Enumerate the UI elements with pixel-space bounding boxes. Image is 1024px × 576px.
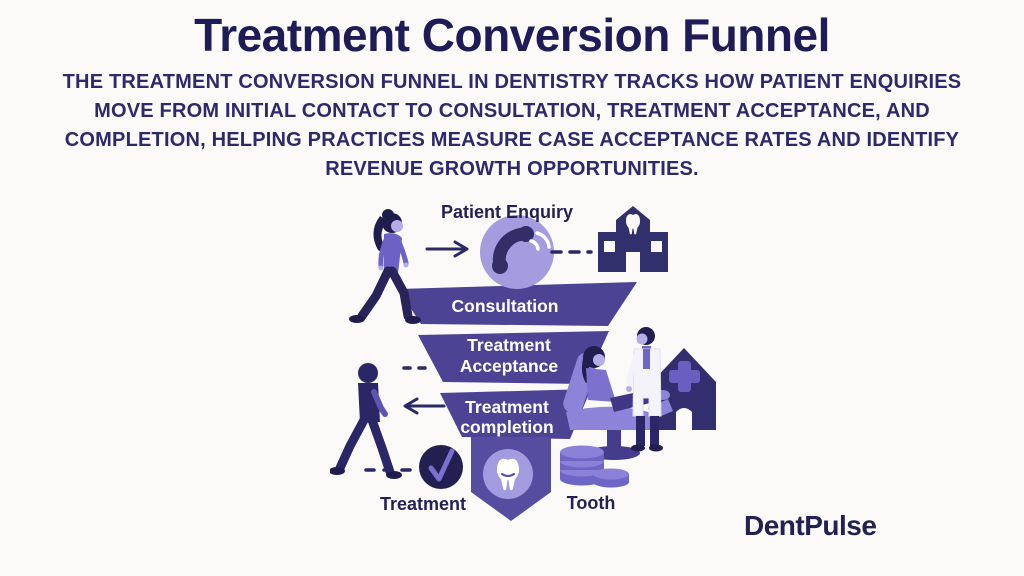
arrow-right-icon [425, 240, 469, 258]
tooth-label: Tooth [567, 493, 616, 513]
entry-label: Patient Enquiry [441, 202, 573, 222]
tooth-icon [483, 449, 533, 499]
funnel-diagram: Consultation Treatment Acceptance Treatm… [330, 202, 716, 521]
check-icon [419, 445, 463, 489]
phone-icon [480, 215, 554, 289]
dentist-illustration [626, 327, 663, 452]
house-icon [652, 348, 716, 430]
funnel-label-acceptance-line2: Acceptance [460, 356, 559, 376]
arrow-left-icon [403, 397, 446, 415]
funnel-level-completion [440, 389, 591, 439]
page-title: Treatment Conversion Funnel [194, 9, 830, 61]
walking-woman-illustration [349, 209, 421, 324]
description-line: COMPLETION, HELPING PRACTICES MEASURE CA… [64, 129, 960, 151]
coins-icon [560, 445, 629, 488]
walking-man-illustration [330, 363, 402, 479]
description: THE TREATMENT CONVERSION FUNNEL IN DENTI… [0, 68, 1024, 184]
description-line: REVENUE GROWTH OPPORTUNITIES. [325, 158, 699, 180]
funnel-label-completion-line1: Treatment [465, 397, 549, 417]
treatment-label: Treatment [380, 494, 466, 514]
funnel-level-acceptance [418, 331, 609, 384]
description-line: MOVE FROM INITIAL CONTACT TO CONSULTATIO… [94, 100, 930, 122]
funnel-label-consultation: Consultation [452, 296, 559, 316]
funnel-label-acceptance-line1: Treatment [467, 335, 551, 355]
description-line: THE TREATMENT CONVERSION FUNNEL IN DENTI… [62, 71, 962, 93]
funnel-level-consultation [398, 282, 637, 326]
dentpulse-logo: DentPulse [744, 510, 877, 541]
funnel-label-completion-line2: completion [460, 417, 553, 437]
clinic-building-icon [598, 206, 668, 272]
